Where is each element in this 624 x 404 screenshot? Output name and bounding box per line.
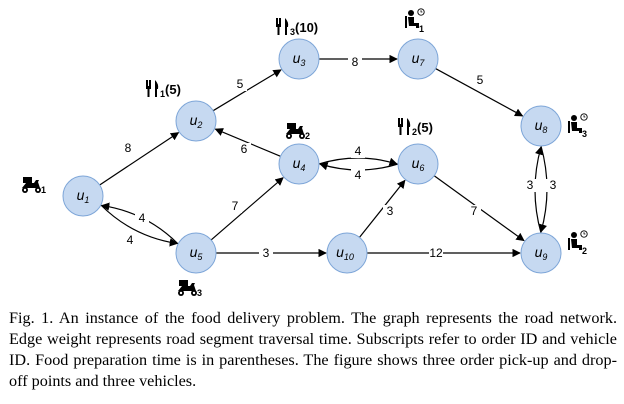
scooter-icon — [22, 177, 41, 193]
edge-weight-label: 4 — [355, 168, 362, 182]
node-u5: u5 — [175, 232, 217, 274]
vehicle-marker-u5: 3 — [178, 280, 202, 298]
customer-order-id: 3 — [582, 129, 587, 139]
node-circle — [326, 232, 368, 274]
edge-label-bg — [348, 56, 362, 69]
node-label: u3 — [293, 50, 306, 68]
node-label: u8 — [535, 117, 548, 135]
edge-weight-label: 7 — [232, 199, 239, 213]
edge-label-bg — [546, 179, 560, 192]
edge-u10-u6 — [359, 179, 406, 238]
fork-knife-icon — [398, 118, 411, 135]
fork-knife-icon — [276, 18, 289, 35]
edge-label-bg — [259, 247, 273, 260]
restaurant-label: 3(10) — [290, 20, 318, 37]
node-label: u4 — [293, 155, 306, 173]
node-u3: u3 — [278, 38, 320, 80]
edge-u7-u8 — [435, 68, 524, 117]
restaurant-label: 2(5) — [412, 120, 433, 137]
restaurant-marker-u6: 2(5) — [398, 118, 433, 137]
seated-customer-clock-icon — [568, 230, 588, 250]
scooter-icon — [286, 123, 305, 139]
edge-weight-label: 3 — [550, 178, 557, 192]
node-u4: u4 — [278, 143, 320, 185]
vehicle-id: 3 — [197, 288, 202, 298]
edge-weight-label: 6 — [241, 142, 248, 156]
edge-label-bg — [467, 205, 481, 218]
fork-knife-icon — [146, 80, 159, 97]
edge-u5-u4 — [210, 177, 284, 241]
edge-weight-label: 3 — [263, 246, 270, 260]
edge-label-bg — [351, 145, 365, 158]
edge-weight-label: 7 — [471, 204, 478, 218]
edge-weight-label: 5 — [477, 73, 484, 87]
seated-customer-clock-icon — [405, 8, 425, 28]
node-u2: u2 — [175, 100, 217, 142]
vehicle-marker-u4: 2 — [286, 123, 310, 141]
node-u9: u9 — [520, 232, 562, 274]
edge-u4-u2 — [214, 128, 281, 157]
customer-order-id: 2 — [582, 246, 587, 256]
edge-weight-label: 4 — [139, 211, 146, 225]
edge-label-bg — [351, 169, 365, 182]
edge-weight-label: 3 — [527, 178, 534, 192]
edge-label-bg — [383, 205, 397, 218]
node-circle — [278, 143, 320, 185]
node-u10: u10 — [326, 232, 368, 274]
node-label: u1 — [77, 187, 90, 205]
node-u8: u8 — [520, 105, 562, 147]
node-circle — [397, 38, 439, 80]
node-u1: u1 — [62, 175, 104, 217]
figure-caption: Fig. 1. An instance of the food delivery… — [9, 309, 617, 390]
edge-u1-u2 — [99, 132, 180, 186]
edge-label-bg — [135, 212, 149, 225]
edge-label-bg — [237, 143, 251, 156]
node-label: u6 — [412, 155, 425, 173]
seated-customer-clock-icon — [568, 113, 588, 133]
edge-weight-label: 12 — [429, 246, 443, 260]
edge-u1-u5 — [100, 204, 179, 247]
restaurant-label: 1(5) — [160, 82, 181, 99]
edge-label-bg — [233, 78, 247, 91]
edge-u2-u3 — [212, 69, 282, 112]
node-label: u2 — [190, 112, 203, 130]
node-circle — [175, 100, 217, 142]
edge-label-bg — [523, 179, 537, 192]
customer-order-id: 1 — [419, 24, 424, 34]
node-label: u9 — [535, 244, 548, 262]
edge-weight-label: 4 — [127, 233, 134, 247]
node-label: u5 — [190, 244, 204, 262]
node-circle — [278, 38, 320, 80]
node-u6: u6 — [397, 143, 439, 185]
edge-label-bg — [228, 200, 242, 213]
edge-weight-label: 4 — [355, 144, 362, 158]
node-label: u10 — [336, 244, 354, 262]
node-circle — [175, 232, 217, 274]
edge-label-bg — [123, 234, 137, 247]
node-label: u7 — [412, 50, 426, 68]
node-circle — [62, 175, 104, 217]
edge-label-bg — [473, 74, 487, 87]
customer-marker-u8: 3 — [568, 113, 588, 139]
edge-weight-label: 8 — [125, 141, 132, 155]
vehicle-id: 2 — [305, 131, 310, 141]
node-circle — [520, 232, 562, 274]
edge-label-bg — [121, 142, 135, 155]
scooter-icon — [178, 280, 197, 296]
edge-label-bg — [429, 247, 443, 260]
vehicle-id: 1 — [41, 185, 46, 195]
edge-u4-u6 — [318, 157, 398, 166]
customer-marker-u9: 2 — [568, 230, 588, 256]
node-circle — [520, 105, 562, 147]
customer-marker-u7: 1 — [405, 8, 425, 34]
vehicle-marker-u1: 1 — [22, 177, 46, 195]
edge-weight-label: 8 — [352, 55, 359, 69]
edge-weight-label: 3 — [387, 204, 394, 218]
restaurant-marker-u2: 1(5) — [146, 80, 181, 99]
node-circle — [397, 143, 439, 185]
edge-weight-label: 5 — [237, 77, 244, 91]
node-u7: u7 — [397, 38, 439, 80]
restaurant-marker-u3: 3(10) — [276, 18, 318, 37]
